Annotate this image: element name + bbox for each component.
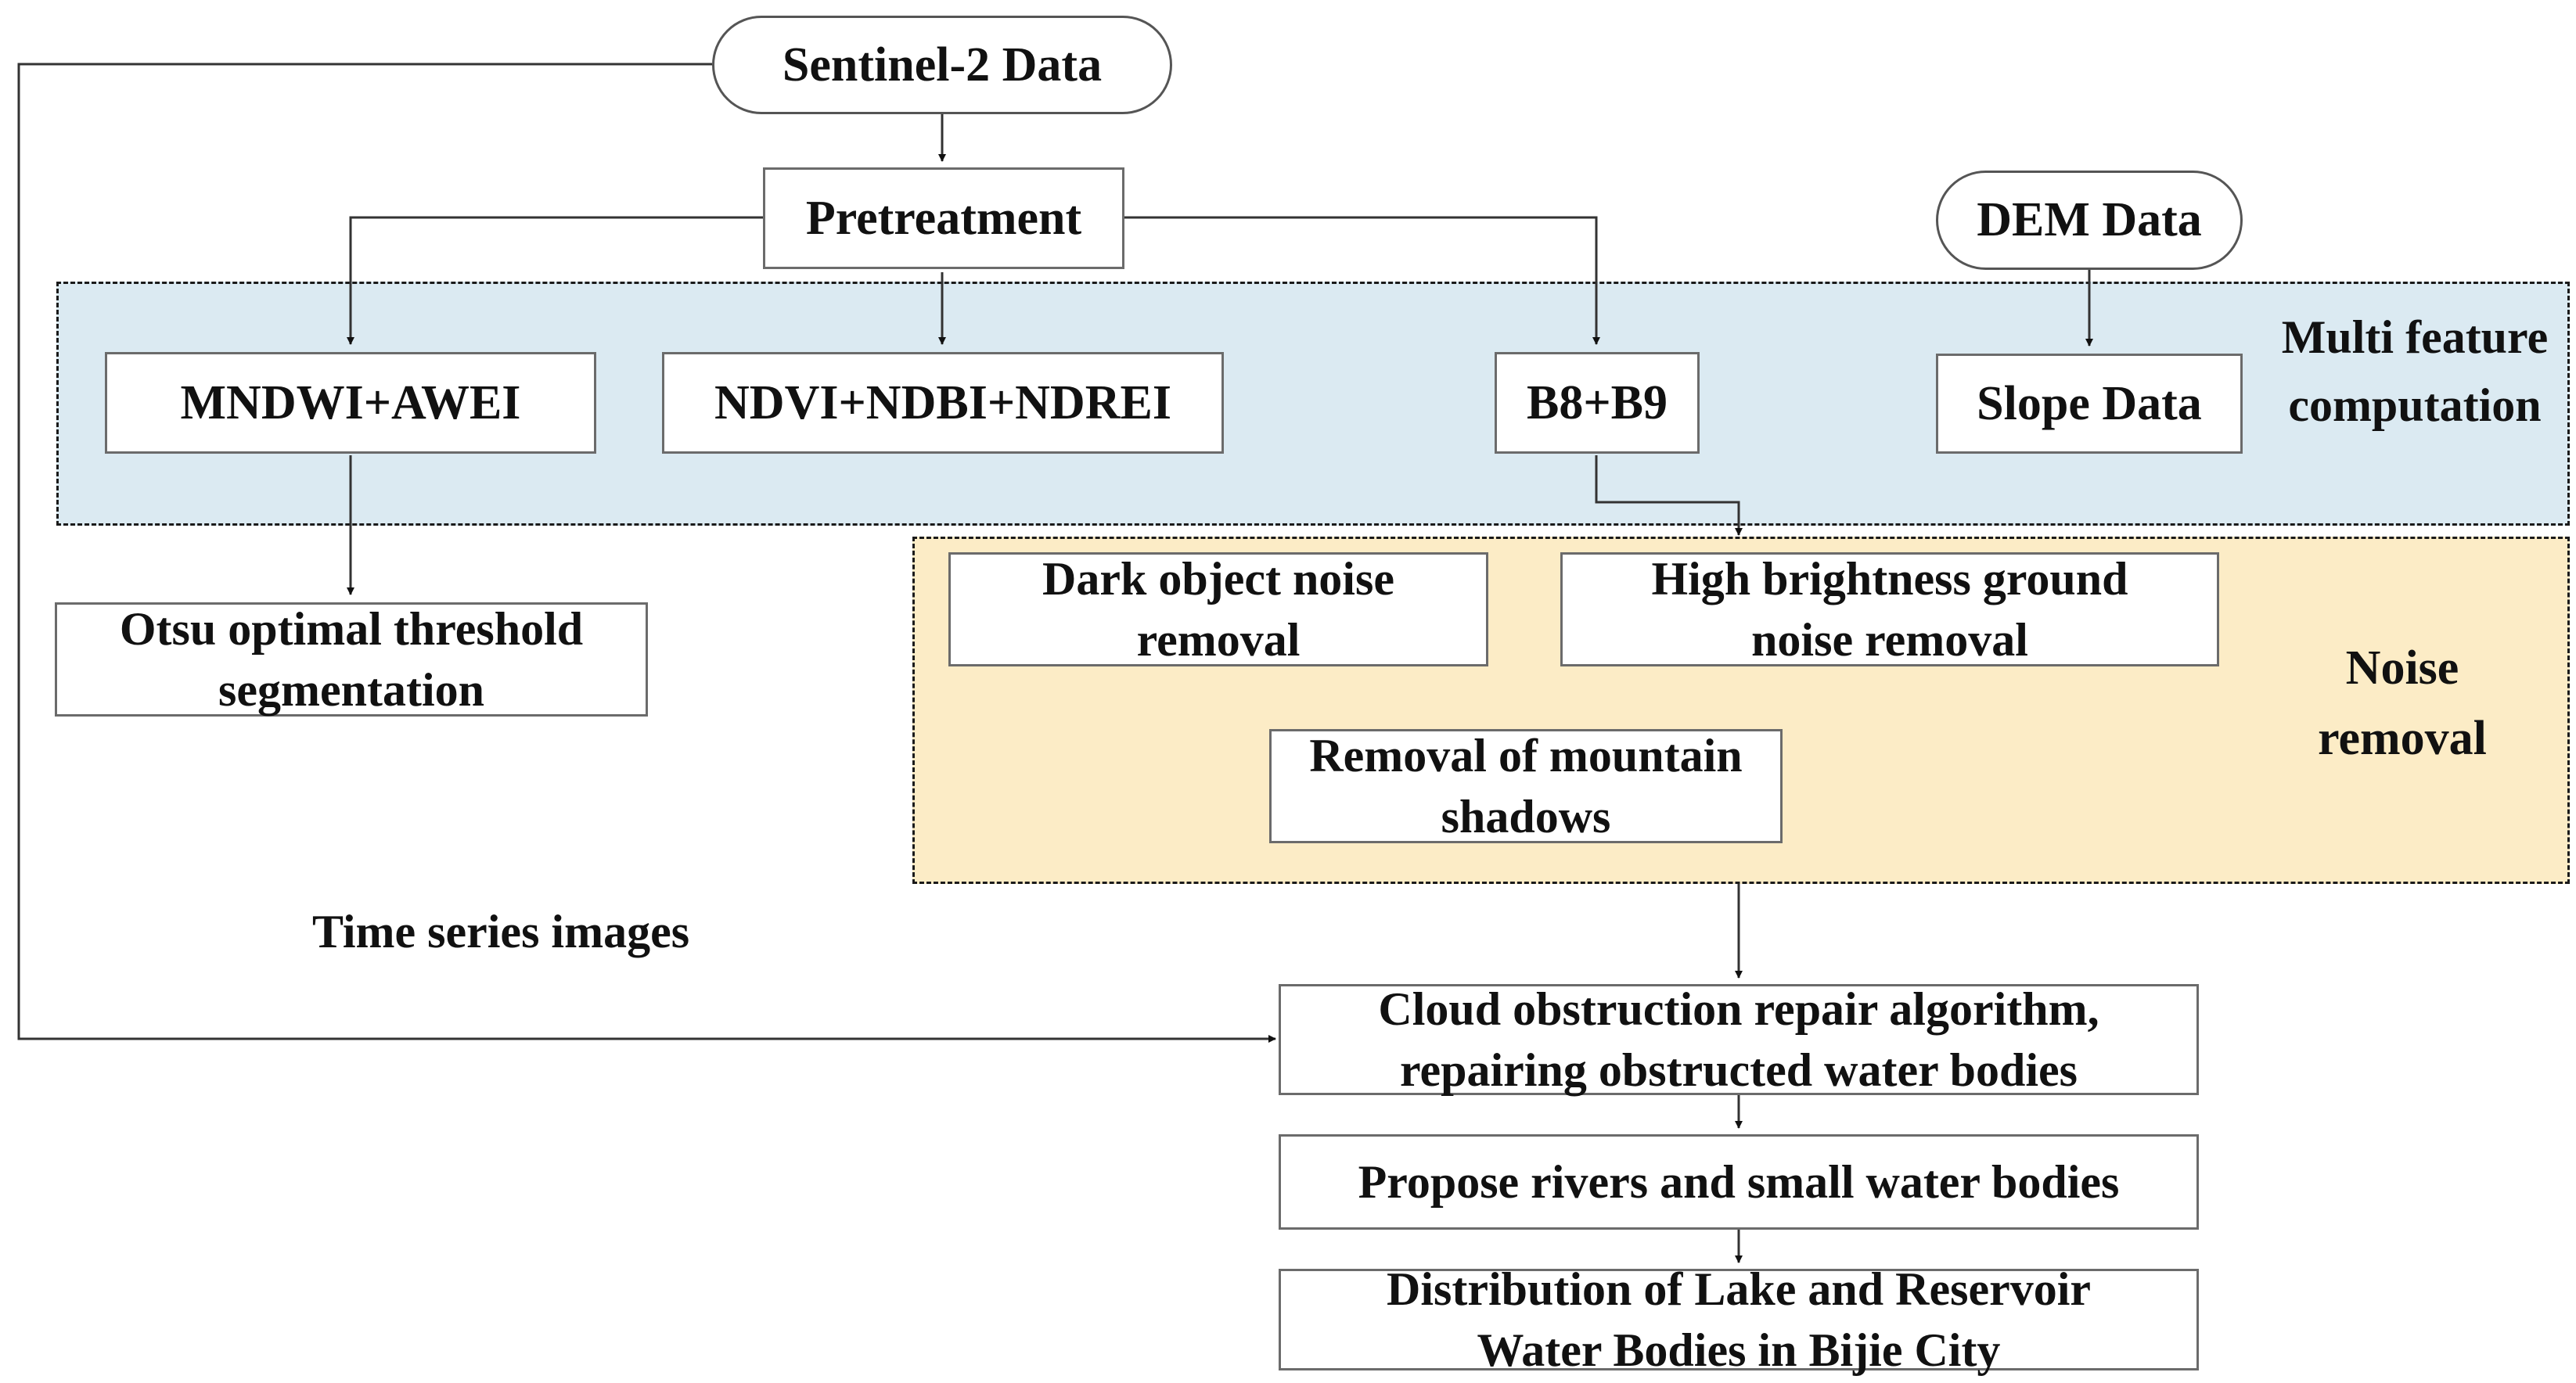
edge-b8b9-noise [1595,455,1743,536]
lake-reservoir-distribution-node: Distribution of Lake and Reservoir Water… [1279,1263,2199,1376]
edge-pretreatment-b8b9 [1124,216,1600,345]
edge-pretreatment-mndwi [347,216,763,345]
dark-object-noise-node: Dark object noise removal [948,552,1488,666]
propose-rivers-node: Propose rivers and small water bodies [1279,1134,2199,1230]
otsu-segmentation-node: Otsu optimal threshold segmentation [55,602,648,717]
b8-b9-node: B8+B9 [1495,352,1700,454]
time-series-images-label: Time series images [311,906,690,957]
high-brightness-noise-node: High brightness ground noise removal [1560,552,2219,666]
multi-feature-label: Multi feature computation [2281,311,2549,431]
noise-removal-label: Noise removal [2318,641,2487,765]
dem-data-node: DEM Data [1936,171,2243,270]
cloud-repair-node: Cloud obstruction repair algorithm, repa… [1279,983,2199,1096]
sentinel-2-data-node: Sentinel-2 Data [712,16,1172,114]
slope-data-node: Slope Data [1936,354,2243,454]
mndwi-awei-node: MNDWI+AWEI [105,352,596,454]
pretreatment-node: Pretreatment [763,167,1124,269]
edge-sentinel-cloud [17,63,1276,1043]
ndvi-ndbi-ndrei-node: NDVI+NDBI+NDREI [662,352,1224,454]
mountain-shadow-node: Removal of mountain shadows [1269,729,1783,843]
